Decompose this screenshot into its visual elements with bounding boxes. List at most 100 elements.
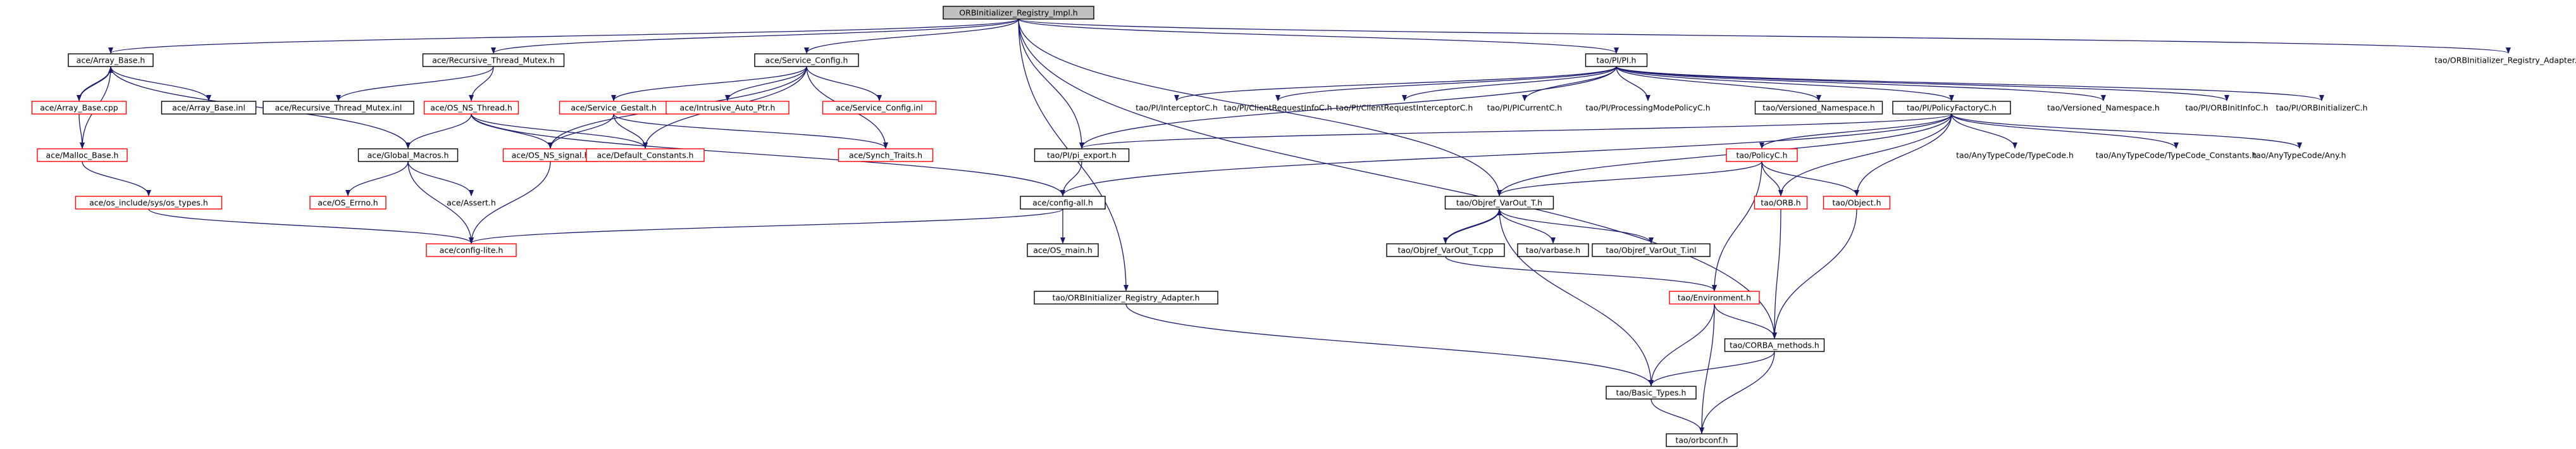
graph-node-synch-traits-h[interactable]: ace/Synch_Traits.h <box>838 148 934 162</box>
graph-node-service-config-h[interactable]: ace/Service_Config.h <box>754 53 859 67</box>
graph-node-label: ace/Default_Constants.h <box>597 151 694 160</box>
graph-node-array-base-cpp[interactable]: ace/Array_Base.cpp <box>31 101 127 115</box>
graph-node-box <box>1444 196 1554 210</box>
graph-node-object-h[interactable]: tao/Object.h <box>1823 196 1891 210</box>
graph-node-policy-c-h[interactable]: tao/PolicyC.h <box>1726 148 1798 162</box>
graph-node-versioned-namespace-h-a[interactable]: tao/Versioned_Namespace.h <box>1754 101 1883 115</box>
include-edge <box>1079 113 1952 149</box>
graph-node-os-ns-signal-h[interactable]: ace/OS_NS_signal.h <box>502 148 598 162</box>
include-edge <box>336 66 494 101</box>
graph-node-processing-mode-policy-c-h[interactable]: tao/PI/ProcessingModePolicyC.h <box>1585 103 1710 113</box>
graph-node-label: ace/Array_Base.h <box>77 56 146 65</box>
graph-node-os-main-h[interactable]: ace/OS_main.h <box>1027 243 1099 257</box>
graph-node-corba-methods-h[interactable]: tao/CORBA_methods.h <box>1724 338 1825 352</box>
graph-node-array-base-inl[interactable]: ace/Array_Base.inl <box>161 101 257 115</box>
graph-node-service-config-inl[interactable]: ace/Service_Config.inl <box>822 101 937 115</box>
graph-node-root[interactable]: ORBInitializer_Registry_Impl.h <box>943 6 1094 20</box>
graph-node-varbase-h[interactable]: tao/varbase.h <box>1517 243 1589 257</box>
graph-node-intrusive-auto-ptr-h[interactable]: ace/Intrusive_Auto_Ptr.h <box>666 101 790 115</box>
graph-node-os-ns-thread-h[interactable]: ace/OS_NS_Thread.h <box>423 101 519 115</box>
graph-node-orb-init-info-c-h[interactable]: tao/PI/ORBInitInfoC.h <box>2185 103 2268 113</box>
graph-node-box <box>1027 243 1099 257</box>
include-edge <box>1616 66 1821 101</box>
graph-node-box <box>943 6 1094 20</box>
graph-node-rec-mutex-inl[interactable]: ace/Recursive_Thread_Mutex.inl <box>263 101 414 115</box>
include-edge <box>1402 66 1617 101</box>
graph-node-orb-initializer-c-h[interactable]: tao/PI/ORBInitializerC.h <box>2276 103 2367 113</box>
graph-node-label: tao/PolicyC.h <box>1737 151 1788 160</box>
graph-node-label: ace/OS_NS_Thread.h <box>430 103 512 113</box>
graph-node-box <box>1592 243 1711 257</box>
include-edge <box>469 208 1063 244</box>
graph-node-label: ace/config-all.h <box>1032 198 1093 208</box>
graph-node-box <box>1726 148 1798 162</box>
graph-node-objref-varout-t-cpp[interactable]: tao/Objref_VarOut_T.cpp <box>1386 243 1505 257</box>
include-edge <box>1018 18 1777 339</box>
graph-node-interceptor-c-h[interactable]: tao/PI/InterceptorC.h <box>1136 103 1218 113</box>
include-edge <box>491 18 1019 54</box>
include-edge <box>1759 113 1952 149</box>
graph-node-default-constants-h[interactable]: ace/Default_Constants.h <box>586 148 705 162</box>
graph-node-policy-factory-c-h[interactable]: tao/PI/PolicyFactoryC.h <box>1892 101 2011 115</box>
graph-node-box <box>37 148 128 162</box>
include-edge <box>1443 208 1500 244</box>
graph-node-client-request-interceptor-c-h[interactable]: tao/PI/ClientRequestInterceptorC.h <box>1336 103 1473 113</box>
graph-node-label: tao/CORBA_methods.h <box>1730 341 1819 350</box>
include-edge <box>611 66 807 101</box>
graph-node-service-gestalt-h[interactable]: ace/Service_Gestalt.h <box>559 101 669 115</box>
graph-node-any-type-code-any-h[interactable]: tao/AnyTypeCode/Any.h <box>2253 151 2346 160</box>
graph-node-label: tao/AnyTypeCode/TypeCode_Constants.h <box>2096 151 2257 160</box>
include-edge <box>1778 113 1952 196</box>
graph-node-label: tao/PI/InterceptorC.h <box>1136 103 1218 113</box>
graph-node-label: tao/PI/ORBInitInfoC.h <box>2185 103 2268 113</box>
graph-node-versioned-namespace-h-b[interactable]: tao/Versioned_Namespace.h <box>2047 103 2160 113</box>
graph-node-label: ace/Array_Base.inl <box>172 103 245 113</box>
graph-node-label: ace/OS_NS_signal.h <box>512 151 590 160</box>
graph-node-label: tao/ORB.h <box>1761 198 1800 208</box>
graph-node-objref-varout-t-h[interactable]: tao/Objref_VarOut_T.h <box>1444 196 1554 210</box>
graph-node-orbconf-h[interactable]: tao/orbconf.h <box>1666 433 1738 447</box>
include-edge <box>1018 18 1502 196</box>
graph-node-any-type-code-type-code-h[interactable]: tao/AnyTypeCode/TypeCode.h <box>1956 151 2074 160</box>
graph-node-array-base-h[interactable]: ace/Array_Base.h <box>68 53 154 67</box>
graph-node-client-request-info-c-h[interactable]: tao/PI/ClientRequestInfoC.h <box>1223 103 1332 113</box>
include-edge <box>1712 161 1762 291</box>
graph-node-pi-current-c-h[interactable]: tao/PI/PICurrentC.h <box>1487 103 1563 113</box>
graph-node-label: tao/PI/PI.h <box>1597 56 1637 65</box>
graph-node-label: tao/Object.h <box>1832 198 1881 208</box>
graph-node-label: tao/Versioned_Namespace.h <box>1762 103 1875 113</box>
graph-node-pi-export-h[interactable]: tao/PI/pi_export.h <box>1034 148 1130 162</box>
graph-node-pi-h[interactable]: tao/PI/PI.h <box>1585 53 1648 67</box>
graph-node-config-all-h[interactable]: ace/config-all.h <box>1020 196 1106 210</box>
include-edge <box>77 66 111 101</box>
graph-node-box <box>1585 53 1648 67</box>
graph-node-box <box>68 53 154 67</box>
include-edge <box>1616 66 1650 101</box>
graph-node-label: ace/Service_Config.inl <box>836 103 923 113</box>
graph-node-ace-assert-h[interactable]: ace/Assert.h <box>447 198 496 208</box>
graph-node-environment-h[interactable]: tao/Environment.h <box>1669 291 1760 305</box>
include-edge <box>407 161 474 244</box>
graph-node-orbinit-adapter-h-right[interactable]: tao/ORBInitializer_Registry_Adapter.h <box>2435 56 2576 65</box>
graph-node-basic-types-h[interactable]: tao/Basic_Types.h <box>1606 386 1697 400</box>
include-edge <box>1650 398 1704 434</box>
graph-node-rec-mutex-h[interactable]: ace/Recursive_Thread_Mutex.h <box>422 53 565 67</box>
graph-node-global-macros-h[interactable]: ace/Global_Macros.h <box>357 148 459 162</box>
graph-node-os-errno-h[interactable]: ace/OS_Errno.h <box>309 196 387 210</box>
graph-node-config-lite-h[interactable]: ace/config-lite.h <box>426 243 517 257</box>
include-edge <box>469 66 494 101</box>
graph-node-box <box>1823 196 1891 210</box>
graph-node-orbinit-adapter-h-mid[interactable]: tao/ORBInitializer_Registry_Adapter.h <box>1034 291 1218 305</box>
graph-node-label: ace/Assert.h <box>447 198 496 208</box>
include-edge <box>1018 18 1619 54</box>
include-edge <box>1616 66 1954 101</box>
graph-node-box <box>822 101 937 115</box>
graph-node-any-type-code-constants-h[interactable]: tao/AnyTypeCode/TypeCode_Constants.h <box>2096 151 2257 160</box>
graph-node-objref-varout-t-inl[interactable]: tao/Objref_VarOut_T.inl <box>1592 243 1711 257</box>
graph-node-orb-h[interactable]: tao/ORB.h <box>1754 196 1808 210</box>
graph-node-label: ace/Service_Gestalt.h <box>571 103 657 113</box>
include-edge <box>1079 66 1617 149</box>
graph-node-label: ace/Malloc_Base.h <box>46 151 119 160</box>
graph-node-malloc-base-h[interactable]: ace/Malloc_Base.h <box>37 148 128 162</box>
graph-node-os-include-sys-types-h[interactable]: ace/os_include/sys/os_types.h <box>75 196 223 210</box>
